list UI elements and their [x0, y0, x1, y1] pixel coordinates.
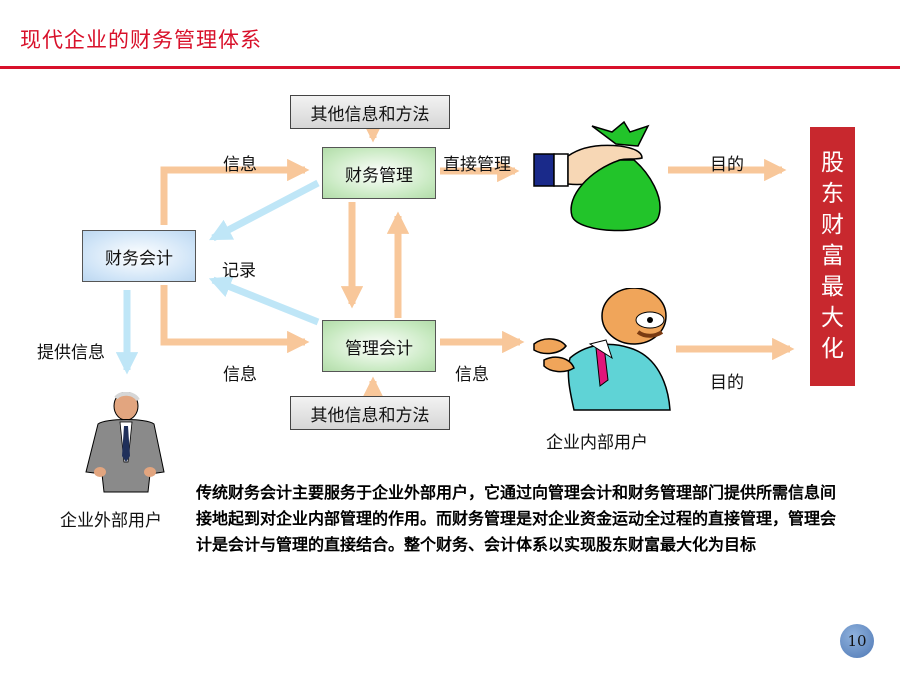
page-title: 现代企业的财务管理体系 [20, 28, 262, 52]
financial-accounting-box: 财务会计 [82, 230, 196, 282]
other-info-bottom-box: 其他信息和方法 [290, 396, 450, 430]
goal-banner-char: 最 [821, 274, 844, 300]
money-bag-icon [533, 120, 661, 232]
label-goal-bottom: 目的 [710, 373, 744, 393]
description-paragraph: 传统财务会计主要服务于企业外部用户，它通过向管理会计和财务管理部门提供所需信息间… [196, 483, 837, 554]
page-number-badge: 10 [840, 624, 874, 658]
label-info-top: 信息 [223, 155, 257, 175]
label-provide-info: 提供信息 [37, 343, 105, 363]
management-accounting-box: 管理会计 [322, 320, 436, 372]
label-goal-top: 目的 [710, 155, 744, 175]
label-direct-management: 直接管理 [443, 155, 511, 175]
goal-banner-char: 财 [821, 212, 844, 238]
goal-banner-char: 富 [821, 243, 844, 269]
arrow-fm-to-accounting [209, 179, 320, 242]
goal-banner-char: 化 [821, 336, 844, 362]
label-info-bottom-left: 信息 [223, 365, 257, 385]
internal-user-label: 企业内部用户 [546, 433, 648, 453]
goal-banner-char: 东 [821, 181, 844, 207]
other-info-top-box: 其他信息和方法 [290, 95, 450, 129]
internal-user-icon [533, 288, 671, 411]
label-record: 记录 [222, 261, 256, 281]
page-number: 10 [847, 632, 867, 650]
title-rule [0, 66, 900, 69]
arrow-accounting-to-ma [160, 285, 310, 354]
goal-banner: 股 东 财 富 最 大 化 [810, 127, 855, 386]
arrow-accounting-to-fm [160, 158, 310, 225]
financial-management-box: 财务管理 [322, 147, 436, 199]
arrow-ma-record [208, 276, 320, 326]
external-user-icon [85, 392, 165, 493]
goal-banner-char: 股 [821, 150, 844, 176]
label-info-bottom-right: 信息 [455, 365, 489, 385]
goal-banner-char: 大 [821, 305, 844, 331]
external-user-label: 企业外部用户 [60, 511, 162, 531]
